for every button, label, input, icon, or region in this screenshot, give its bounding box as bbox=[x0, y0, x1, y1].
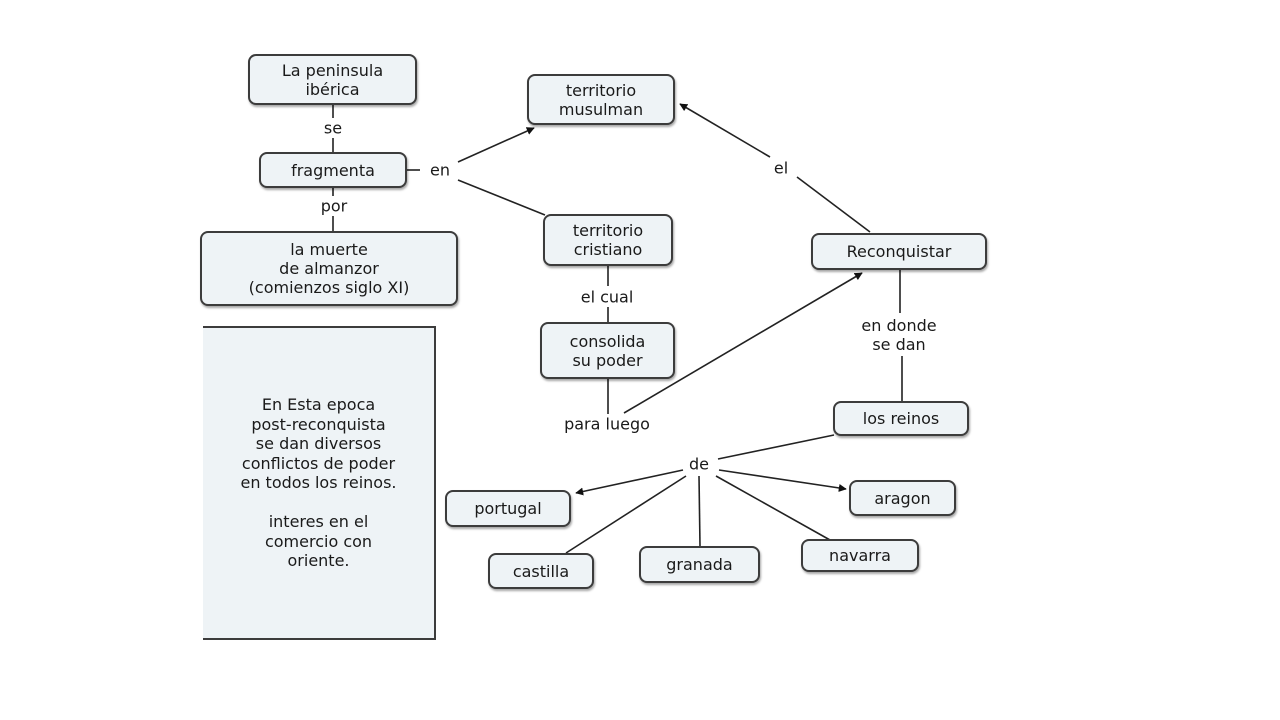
concept-territorio-musulman[interactable]: territorio musulman bbox=[527, 74, 675, 125]
concept-granada[interactable]: granada bbox=[639, 546, 760, 583]
concept-navarra[interactable]: navarra bbox=[801, 539, 919, 572]
link-label-se: se bbox=[320, 118, 346, 138]
concept-reconquistar[interactable]: Reconquistar bbox=[811, 233, 987, 270]
link-label-el: el bbox=[770, 158, 792, 178]
link-label-el-cual: el cual bbox=[577, 287, 637, 307]
link-label-en-donde-se-dan: en donde se dan bbox=[858, 316, 940, 354]
concept-castilla[interactable]: castilla bbox=[488, 553, 594, 589]
concept-peninsula-iberica[interactable]: La peninsula ibérica bbox=[248, 54, 417, 105]
link-label-para-luego: para luego bbox=[561, 414, 653, 434]
concept-aragon[interactable]: aragon bbox=[849, 480, 956, 516]
concept-consolida-poder[interactable]: consolida su poder bbox=[540, 322, 675, 379]
concept-muerte-almanzor[interactable]: la muerte de almanzor (comienzos siglo X… bbox=[200, 231, 458, 306]
link-label-de: de bbox=[686, 454, 712, 474]
concept-portugal[interactable]: portugal bbox=[445, 490, 571, 527]
concept-territorio-cristiano[interactable]: territorio cristiano bbox=[543, 214, 673, 266]
concept-los-reinos[interactable]: los reinos bbox=[833, 401, 969, 436]
concept-fragmenta[interactable]: fragmenta bbox=[259, 152, 407, 188]
link-label-por: por bbox=[317, 196, 351, 216]
note-box: En Esta epoca post-reconquista se dan di… bbox=[203, 326, 436, 640]
link-label-en: en bbox=[427, 160, 453, 180]
